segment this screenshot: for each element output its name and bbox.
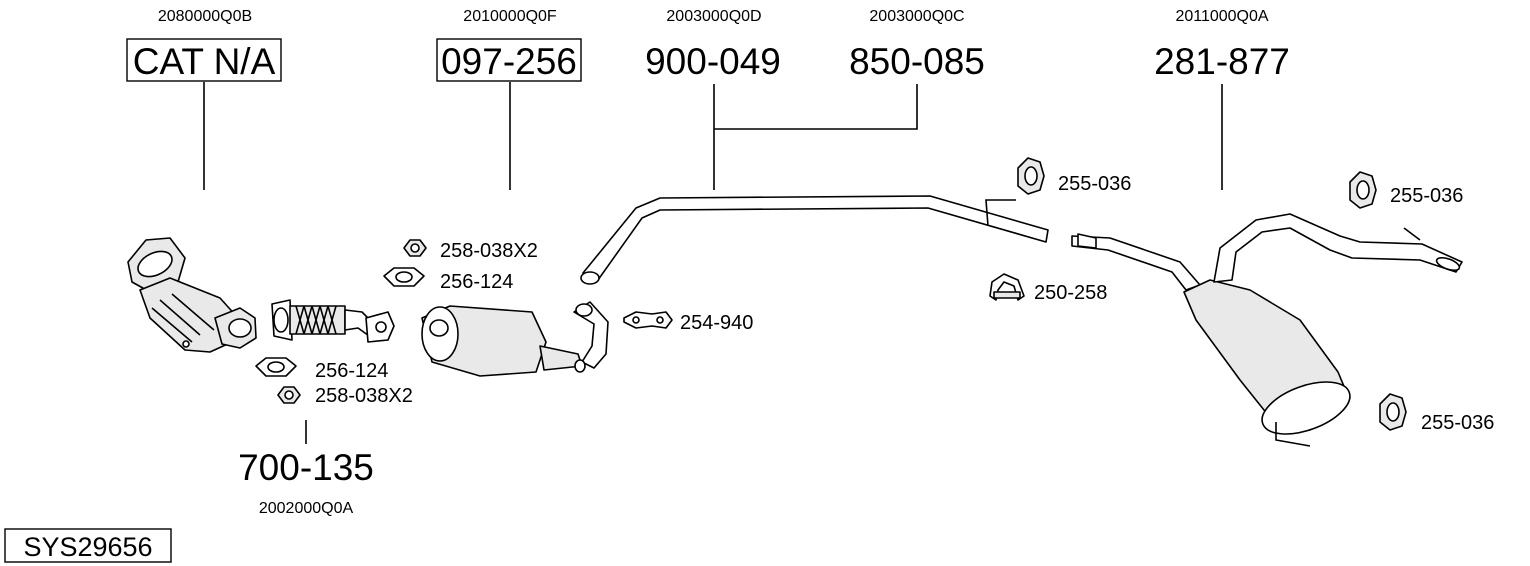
part-number-dpf[interactable]: 097-256 [441,41,577,82]
accessory-label-u-clamp: 250-258 [1034,282,1107,304]
oe-number-middle-pipe: 2003000Q0D [666,8,761,25]
accessory-label-gasket-top: 256-124 [440,271,513,293]
accessory-label-mount-right: 255-036 [1390,185,1463,207]
gasket-icon[interactable] [255,357,297,377]
rubber-mount-icon[interactable] [1379,393,1407,431]
u-clamp-icon[interactable] [989,273,1025,301]
part-number-front-pipe[interactable]: 700-135 [238,447,374,488]
accessory-label-clamp: 254-940 [680,312,753,334]
dpf-part[interactable] [421,301,609,377]
oe-number-dpf: 2010000Q0F [463,8,557,25]
part-number-middle-pipe[interactable]: 900-049 [645,41,781,82]
nut-icon[interactable] [403,239,427,257]
part-box-catalyst [126,38,282,82]
accessory-label-mount-top: 255-036 [1058,173,1131,195]
accessory-label-mount-bottom: 255-036 [1421,412,1494,434]
accessory-label-gasket-bottom: 256-124 [315,360,388,382]
part-number-rear-silencer[interactable]: 281-877 [1154,41,1290,82]
rear-silencer-part[interactable] [1071,213,1463,447]
nut-icon[interactable] [277,386,301,404]
rubber-mount-icon[interactable] [1017,157,1045,195]
catalyst-part[interactable] [127,237,257,353]
oe-number-front-pipe: 2002000Q0A [259,500,354,517]
oe-number-rear-silencer: 2011000Q0A [1175,8,1268,25]
system-code: SYS29656 [23,532,152,562]
accessory-label-nut-top: 258-038X2 [440,240,538,262]
gasket-icon[interactable] [383,267,425,287]
middle-pipe-part[interactable] [580,195,1049,285]
accessory-label-nut-bottom: 258-038X2 [315,385,413,407]
leader-line-middle-pipe [713,84,918,190]
oe-number-catalyst: 2080000Q0B [158,8,252,25]
part-number-catalyst[interactable]: CAT N/A [133,41,276,82]
system-code-box [4,528,172,563]
part-box-dpf [436,38,582,82]
clamp-icon[interactable] [623,311,673,329]
part-number-middle-pipe-kit[interactable]: 850-085 [849,41,985,82]
front-pipe-part[interactable] [271,299,395,343]
rubber-mount-icon[interactable] [1349,171,1377,209]
oe-number-middle-pipe-kit: 2003000Q0C [869,8,964,25]
